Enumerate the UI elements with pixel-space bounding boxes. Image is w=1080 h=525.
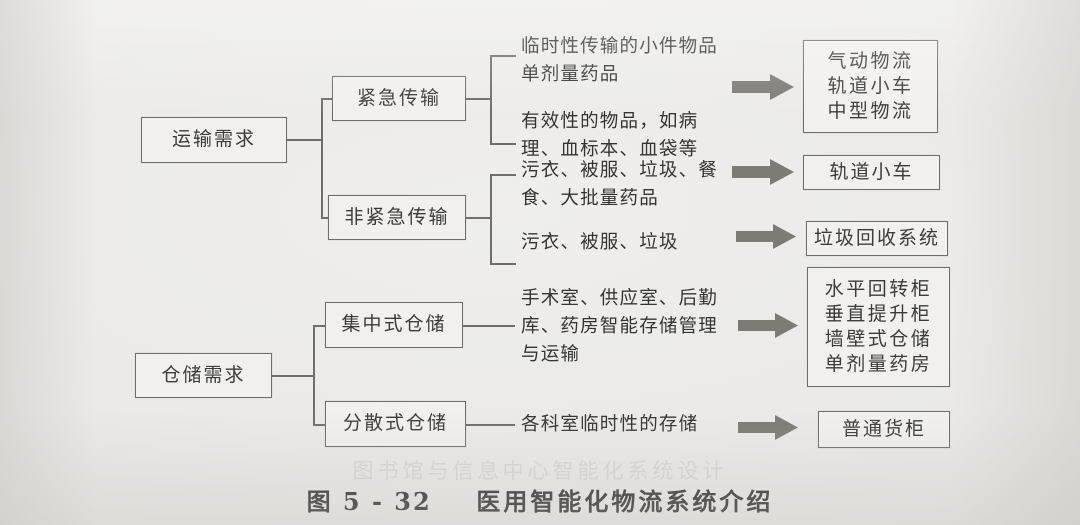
- outcome-standard-container: 普通货柜: [818, 411, 950, 448]
- connector-urgent-to-d1: [490, 55, 516, 57]
- connector-transport-bracket: [321, 98, 323, 218]
- connector-transport-to-urgent: [321, 98, 333, 100]
- connector-nonurgent-to-d4: [490, 263, 516, 265]
- outcome-wall-storage: 墙壁式仓储: [824, 328, 933, 350]
- connector-distributed-to-d6: [466, 424, 515, 426]
- arrow-to-outcome-waste-recycling: [736, 224, 796, 249]
- figure-caption: 图 5 - 32 医用智能化物流系统介绍: [0, 482, 1080, 517]
- node-storage-root: 仓储需求: [135, 353, 272, 398]
- node-distributed-storage-label: 分散式仓储: [342, 412, 448, 435]
- outcome-pneumatic-group: 气动物流 轨道小车 中型物流: [803, 40, 938, 133]
- outcome-waste-recycling-system: 垃圾回收系统: [806, 221, 948, 256]
- connector-transport-stem: [287, 139, 322, 141]
- node-distributed-storage: 分散式仓储: [325, 401, 466, 447]
- outcome-waste-recycling-label: 垃圾回收系统: [813, 226, 940, 249]
- outcome-pneumatic-logistics: 气动物流: [827, 49, 914, 72]
- outcome-rail-cart: 轨道小车: [803, 155, 940, 190]
- connector-storage-to-distributed: [313, 424, 327, 426]
- outcome-unit-dose-pharmacy: 单剂量药房: [824, 353, 933, 376]
- connector-nonurgent-to-d3: [490, 174, 516, 176]
- node-transport-root-label: 运输需求: [171, 128, 256, 151]
- node-storage-root-label: 仓储需求: [161, 363, 246, 386]
- node-centralized-storage: 集中式仓储: [325, 302, 463, 348]
- connector-nonurgent-bracket: [490, 174, 492, 264]
- connector-urgent-to-d2: [490, 143, 516, 145]
- outcome-medium-logistics: 中型物流: [827, 100, 914, 123]
- outcome-rail-cart-label: 轨道小车: [829, 160, 914, 183]
- figure-number: 图 5 - 32: [306, 487, 432, 516]
- arrow-to-outcome-rail-cart: [732, 159, 794, 185]
- connector-transport-to-nonurgent: [321, 217, 329, 219]
- description-department-temporary-storage: 各科室临时性的存储: [521, 414, 699, 435]
- node-centralized-storage-label: 集中式仓储: [341, 313, 447, 336]
- connector-storage-stem: [272, 375, 314, 377]
- arrow-to-outcome-pneumatic-group: [732, 74, 794, 100]
- arrow-to-outcome-cabinet-group: [738, 313, 798, 338]
- connector-storage-bracket: [313, 325, 315, 425]
- node-urgent-transport: 紧急传输: [332, 76, 466, 121]
- description-laundry-waste: 污衣、被服、垃圾: [521, 232, 679, 253]
- connector-nonurgent-stem: [466, 217, 491, 219]
- figure-title: 医用智能化物流系统介绍: [476, 487, 774, 516]
- node-non-urgent-transport: 非紧急传输: [328, 195, 466, 240]
- connector-centralized-to-d5: [463, 325, 515, 327]
- description-or-supply-logistics-pharmacy: 手术室、供应室、后勤 库、药房智能存储管理 与运输: [521, 288, 719, 365]
- description-temporary-small-items: 临时性传输的小件物品 单剂量药品: [521, 36, 719, 85]
- connector-urgent-stem: [466, 98, 491, 100]
- outcome-standard-container-label: 普通货柜: [841, 417, 926, 440]
- arrow-to-outcome-standard-container: [738, 415, 798, 440]
- connector-storage-to-centralized: [313, 325, 327, 327]
- node-transport-root: 运输需求: [141, 117, 287, 163]
- outcome-vertical-lift: 垂直提升柜: [824, 302, 933, 325]
- node-non-urgent-transport-label: 非紧急传输: [344, 205, 450, 228]
- node-urgent-transport-label: 紧急传输: [356, 86, 441, 109]
- description-time-sensitive-items: 有效性的物品，如病 理、血标本、血袋等: [521, 111, 699, 160]
- outcome-cabinet-group: 水平回转柜 垂直提升柜 墙壁式仓储 单剂量药房: [807, 267, 950, 387]
- outcome-rail-cart-1: 轨道小车: [827, 74, 914, 97]
- background-ghost-text: 图书馆与信息中心智能化系统设计: [352, 459, 728, 483]
- connector-urgent-bracket: [490, 55, 492, 144]
- outcome-horizontal-carousel: 水平回转柜: [824, 277, 933, 300]
- description-laundry-waste-meals: 污衣、被服、垃圾、餐 食、大批量药品: [521, 160, 719, 209]
